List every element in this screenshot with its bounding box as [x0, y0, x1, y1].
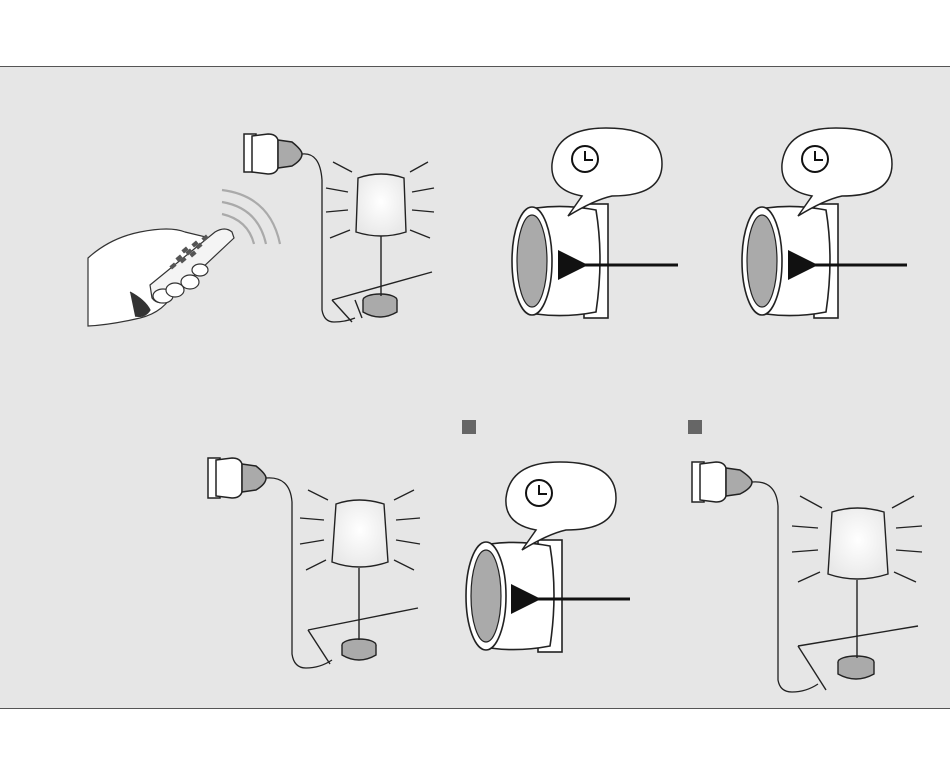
socket-adapter-icon	[742, 204, 838, 318]
speech-bubble	[782, 128, 892, 216]
socket-adapter-icon	[512, 204, 608, 318]
square-marker-icon	[688, 420, 702, 434]
socket-adapter-icon	[466, 540, 562, 652]
table-lamp-icon	[326, 162, 434, 322]
timer-button	[512, 590, 526, 604]
timer-button	[789, 256, 803, 270]
wall-socket-icon	[692, 462, 818, 692]
table-lamp-icon	[300, 490, 420, 664]
timer-button	[559, 256, 573, 270]
clock-icon	[802, 146, 828, 172]
square-marker-icon	[462, 420, 476, 434]
clock-icon	[526, 480, 552, 506]
speech-bubble	[506, 462, 616, 550]
wall-socket-icon	[208, 458, 332, 668]
clock-icon	[572, 146, 598, 172]
speech-bubble	[552, 128, 662, 216]
table-lamp-icon	[792, 496, 922, 690]
remote-control-icon	[88, 229, 234, 326]
